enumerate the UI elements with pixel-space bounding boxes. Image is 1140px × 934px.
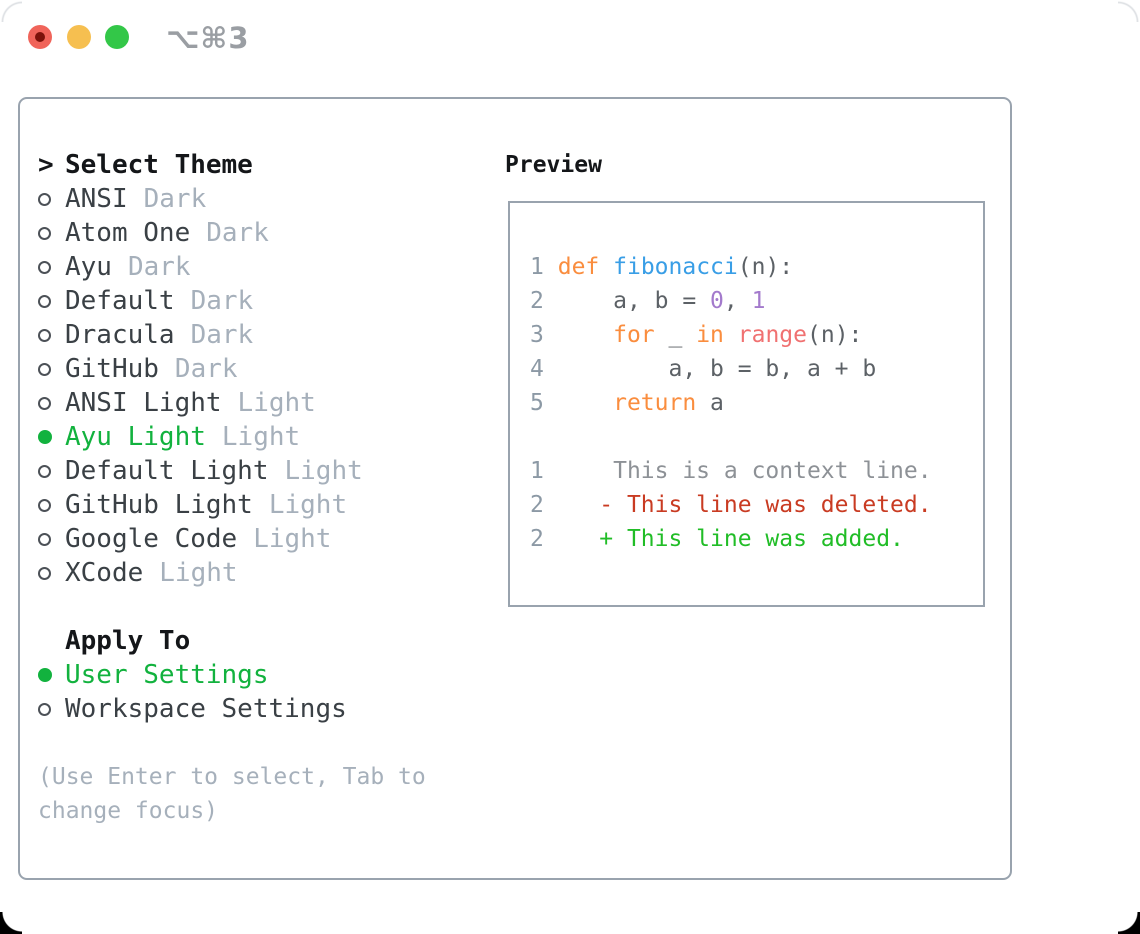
hint-text-line2: change focus) xyxy=(38,798,219,824)
preview-box: 1 def fibonacci(n): 2 a, b = 0, 1 3 for … xyxy=(508,201,985,607)
radio-icon xyxy=(38,328,51,342)
theme-tag: Light xyxy=(237,388,316,418)
radio-icon xyxy=(38,260,51,274)
radio-icon xyxy=(38,294,51,308)
window-shortcut-label: ⌥⌘3 xyxy=(166,21,250,55)
code-line-4: 4 a, b = b, a + b xyxy=(530,356,877,382)
line-number: 2 xyxy=(530,492,544,518)
window-corner xyxy=(0,912,22,934)
theme-tag: Dark xyxy=(190,286,254,316)
radio-icon xyxy=(38,362,51,376)
close-button[interactable] xyxy=(28,25,52,49)
theme-tag: Dark xyxy=(143,184,207,214)
line-number: 1 xyxy=(530,254,544,280)
prompt-icon: > xyxy=(38,150,54,180)
line-number: 4 xyxy=(530,356,544,382)
radio-icon xyxy=(38,226,51,240)
code-line-3: 3 for _ in range(n): xyxy=(530,322,863,348)
theme-tag: Dark xyxy=(174,354,238,384)
theme-tag: Dark xyxy=(190,320,254,350)
line-number: 5 xyxy=(530,390,544,416)
diff-line-deleted: 2 - This line was deleted. xyxy=(530,492,932,518)
radio-icon xyxy=(38,702,51,716)
code-line-5: 5 return a xyxy=(530,390,724,416)
radio-icon xyxy=(38,498,51,512)
line-number: 3 xyxy=(530,322,544,348)
hint-text-line1: (Use Enter to select, Tab to xyxy=(38,764,426,790)
radio-icon xyxy=(38,532,51,546)
radio-icon xyxy=(38,566,51,580)
theme-tag: Light xyxy=(268,490,348,520)
theme-tag: Dark xyxy=(127,252,191,282)
zoom-button[interactable] xyxy=(105,25,129,49)
select-theme-title: Select Theme xyxy=(65,150,253,180)
line-number: 1 xyxy=(530,458,544,484)
apply-option-user-settings[interactable]: User Settings xyxy=(38,658,426,692)
apply-option-workspace-settings[interactable]: Workspace Settings xyxy=(38,692,426,726)
theme-tag: Light xyxy=(159,558,238,588)
code-line-1: 1 def fibonacci(n): xyxy=(530,254,794,280)
radio-icon xyxy=(38,192,51,206)
window-corner xyxy=(1118,912,1140,934)
theme-tag: Light xyxy=(221,422,301,452)
theme-tag: Light xyxy=(284,456,363,486)
theme-tag: Light xyxy=(253,524,332,554)
code-preview: 1 def fibonacci(n): 2 a, b = 0, 1 3 for … xyxy=(510,203,983,556)
preview-title: Preview xyxy=(505,152,602,178)
diff-line-added: 2 + This line was added. xyxy=(530,526,904,552)
apply-to-header: Apply To xyxy=(65,626,191,656)
select-theme-header: > Select Theme xyxy=(38,148,426,182)
radio-icon xyxy=(38,464,51,478)
diff-line-context: 1 This is a context line. xyxy=(530,458,932,484)
line-number: 2 xyxy=(530,288,544,314)
code-line-2: 2 a, b = 0, 1 xyxy=(530,288,766,314)
radio-selected-icon xyxy=(38,430,52,444)
radio-selected-icon xyxy=(38,668,52,682)
line-number: 2 xyxy=(530,526,544,552)
radio-icon xyxy=(38,396,51,410)
minimize-button[interactable] xyxy=(67,25,91,49)
theme-tag: Dark xyxy=(206,218,269,248)
titlebar: ⌥⌘3 xyxy=(0,0,1140,75)
